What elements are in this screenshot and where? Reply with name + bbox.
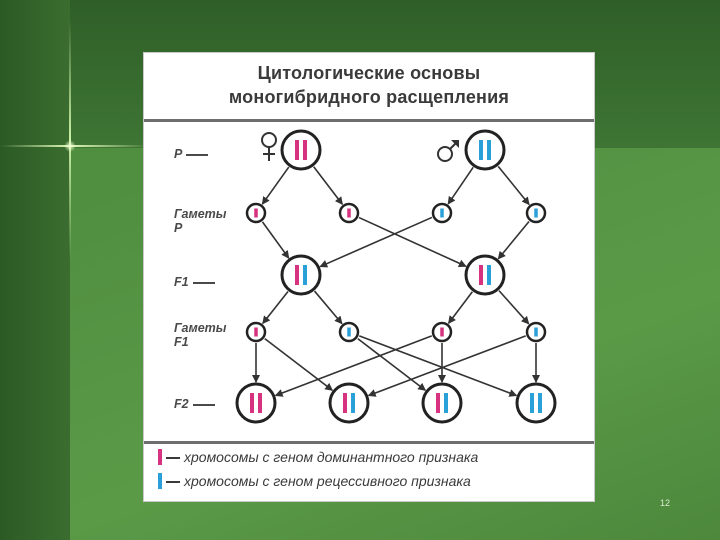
arrow xyxy=(497,220,530,260)
title-box: Цитологические основы моногибридного рас… xyxy=(144,53,594,119)
dominant-chromosome xyxy=(436,393,440,413)
recessive-chromosome xyxy=(347,327,351,337)
legend-recessive: хромосомы с геном рецессивного признака xyxy=(158,473,471,489)
dominant-chromosome xyxy=(479,265,483,285)
gamete-p-2 xyxy=(338,202,360,224)
dominant-chromosome xyxy=(258,393,262,413)
arrow xyxy=(274,335,433,397)
arrow xyxy=(367,335,527,397)
row-label-p: P xyxy=(174,147,209,161)
recessive-chromosome xyxy=(351,393,355,413)
dominant-swatch xyxy=(158,449,162,465)
dominant-chromosome xyxy=(254,208,258,218)
dominant-chromosome xyxy=(295,265,299,285)
f2-cell-3 xyxy=(421,382,463,424)
arrow xyxy=(447,291,473,325)
recessive-swatch xyxy=(158,473,162,489)
arrow xyxy=(264,338,334,391)
title-divider xyxy=(144,119,594,122)
recessive-chromosome xyxy=(479,140,483,160)
legend-divider xyxy=(144,441,594,444)
recessive-chromosome xyxy=(444,393,448,413)
arrow xyxy=(262,290,289,325)
row-label-f1: F1 xyxy=(174,275,215,289)
page-number: 12 xyxy=(660,498,671,508)
arrow xyxy=(313,290,343,325)
dominant-chromosome xyxy=(440,327,444,337)
f1-cell-1 xyxy=(280,254,322,296)
gamete-f1-4 xyxy=(525,321,547,343)
arrows-group xyxy=(252,165,540,397)
recessive-chromosome xyxy=(534,327,538,337)
arrow xyxy=(358,216,467,268)
row-label-f2: F2 xyxy=(174,397,215,411)
recessive-chromosome xyxy=(487,265,491,285)
f1-cell-2 xyxy=(464,254,506,296)
arrow xyxy=(261,221,290,259)
diagram-panel: Цитологические основы моногибридного рас… xyxy=(143,52,595,502)
recessive-chromosome xyxy=(538,393,542,413)
legend-dominant: хромосомы с геном доминантного признака xyxy=(158,449,478,465)
gamete-f1-2 xyxy=(338,321,360,343)
recessive-chromosome xyxy=(534,208,538,218)
title-line-1: Цитологические основы xyxy=(257,63,481,83)
dominant-chromosome xyxy=(254,327,258,337)
f2-cell-4 xyxy=(515,382,557,424)
dominant-chromosome xyxy=(250,393,254,413)
dominant-chromosome xyxy=(343,393,347,413)
gamete-f1-3 xyxy=(431,321,453,343)
arrow xyxy=(319,216,433,268)
gamete-p-1 xyxy=(245,202,267,224)
gamete-f1-1 xyxy=(245,321,267,343)
arrow xyxy=(313,166,343,206)
sparkle-star-decoration xyxy=(64,140,76,152)
arrow xyxy=(357,338,427,391)
f2-cell-1 xyxy=(235,382,277,424)
gamete-p-4 xyxy=(525,202,547,224)
title-line-2: моногибридного расщепления xyxy=(228,87,510,107)
recessive-chromosome xyxy=(530,393,534,413)
arrow xyxy=(497,165,530,206)
female-symbol-icon xyxy=(261,132,277,161)
f2-cell-2 xyxy=(328,382,370,424)
gamete-p-3 xyxy=(431,202,453,224)
dominant-chromosome xyxy=(347,208,351,218)
arrow xyxy=(447,166,474,205)
arrow xyxy=(498,290,530,325)
dominant-chromosome xyxy=(303,140,307,160)
dominant-chromosome xyxy=(295,140,299,160)
recessive-chromosome xyxy=(303,265,307,285)
recessive-chromosome xyxy=(487,140,491,160)
recessive-chromosome xyxy=(440,208,444,218)
parent-cell-female xyxy=(280,129,322,171)
arrow xyxy=(358,335,518,397)
parent-cell-male xyxy=(464,129,506,171)
background-left-band xyxy=(0,0,70,540)
cells-group xyxy=(235,129,557,424)
male-symbol-icon xyxy=(437,140,459,162)
inheritance-diagram xyxy=(235,129,557,424)
arrow xyxy=(261,166,290,205)
